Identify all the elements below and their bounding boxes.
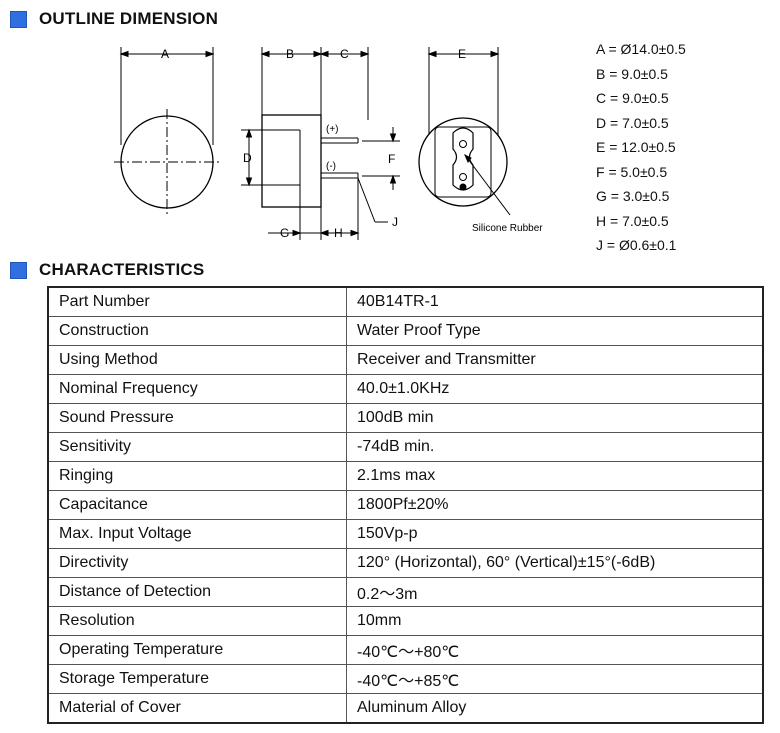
row-value: 120° (Horizontal), 60° (Vertical)±15°(-6… — [346, 548, 764, 578]
dimension-item: B = 9.0±0.5 — [596, 65, 668, 82]
label-minus: (-) — [326, 161, 336, 172]
row-value: -74dB min. — [346, 432, 764, 462]
dimension-item: H = 7.0±0.5 — [596, 212, 669, 229]
back-view — [418, 47, 511, 216]
row-value: 40.0±1.0KHz — [346, 374, 764, 404]
row-key: Resolution — [47, 606, 347, 636]
row-value: 2.1ms max — [346, 461, 764, 491]
label-c: C — [340, 47, 349, 61]
row-value: Aluminum Alloy — [346, 693, 764, 724]
row-key: Ringing — [47, 461, 347, 491]
dimension-item: D = 7.0±0.5 — [596, 114, 669, 131]
dimension-item: G = 3.0±0.5 — [596, 188, 670, 204]
label-e: E — [458, 47, 466, 61]
label-f: F — [388, 152, 395, 166]
row-key: Directivity — [47, 548, 347, 578]
row-key: Max. Input Voltage — [47, 519, 347, 549]
table-row: Storage Temperature-40℃～+85℃ — [47, 664, 764, 694]
row-value: 0.2～3m — [346, 577, 764, 607]
outline-title: OUTLINE DIMENSION — [39, 9, 219, 28]
label-j: J — [392, 215, 398, 229]
row-key: Material of Cover — [47, 693, 347, 724]
table-row: Sensitivity-74dB min. — [47, 432, 764, 462]
label-silicone-rubber: Silicone Rubber — [472, 223, 543, 234]
label-g: G — [280, 226, 289, 240]
row-key: Operating Temperature — [47, 635, 347, 665]
outline-section-header: OUTLINE DIMENSION — [10, 8, 218, 30]
row-value: 10mm — [346, 606, 764, 636]
front-view — [114, 47, 220, 215]
outline-drawing: A B C D E F G H J (+) (-) Silicone Rubbe… — [114, 47, 543, 240]
characteristics-title: CHARACTERISTICS — [39, 260, 205, 279]
row-value: -40℃～+85℃ — [346, 664, 764, 694]
dimension-item: C = 9.0±0.5 — [596, 90, 669, 106]
label-h: H — [334, 226, 343, 240]
row-key: Sound Pressure — [47, 403, 347, 433]
characteristics-section-header: CHARACTERISTICS — [10, 259, 204, 281]
row-key: Sensitivity — [47, 432, 347, 462]
section-bullet-icon — [10, 10, 27, 28]
dimension-item: A = Ø14.0±0.5 — [596, 41, 686, 57]
row-value: Water Proof Type — [346, 316, 764, 346]
label-b: B — [286, 47, 294, 61]
dimension-list: A = Ø14.0±0.5 B = 9.0±0.5 C = 9.0±0.5 D … — [596, 37, 686, 258]
label-d: D — [243, 151, 252, 165]
row-value: -40℃～+80℃ — [346, 635, 764, 665]
row-value: 100dB min — [346, 403, 764, 433]
row-value: Receiver and Transmitter — [346, 345, 764, 375]
row-value: 40B14TR-1 — [346, 286, 764, 317]
row-key: Construction — [47, 316, 347, 346]
row-key: Distance of Detection — [47, 577, 347, 607]
section-bullet-icon — [10, 261, 27, 279]
row-key: Nominal Frequency — [47, 374, 347, 404]
row-key: Capacitance — [47, 490, 347, 520]
dimension-item: E = 12.0±0.5 — [596, 139, 676, 155]
row-key: Part Number — [47, 286, 347, 317]
table-row: Operating Temperature-40℃～+80℃ — [47, 635, 764, 665]
row-value: 150Vp-p — [346, 519, 764, 549]
row-key: Storage Temperature — [47, 664, 347, 694]
label-a: A — [161, 47, 169, 61]
dimension-item: J = Ø0.6±0.1 — [596, 237, 677, 253]
label-plus: (+) — [326, 124, 339, 135]
row-value: 1800Pf±20% — [346, 490, 764, 520]
side-view — [241, 47, 400, 240]
row-key: Using Method — [47, 345, 347, 375]
dimension-item: F = 5.0±0.5 — [596, 163, 668, 180]
